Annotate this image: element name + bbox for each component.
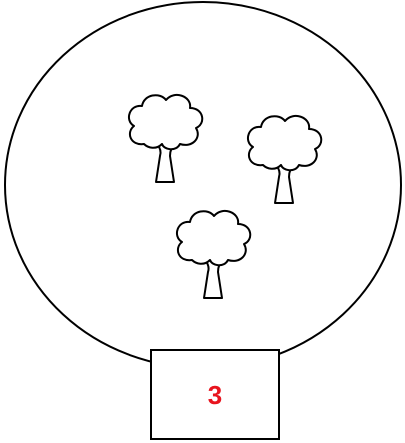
count-value: 3	[208, 382, 222, 408]
group-circle	[5, 2, 401, 368]
count-box: 3	[150, 349, 280, 440]
